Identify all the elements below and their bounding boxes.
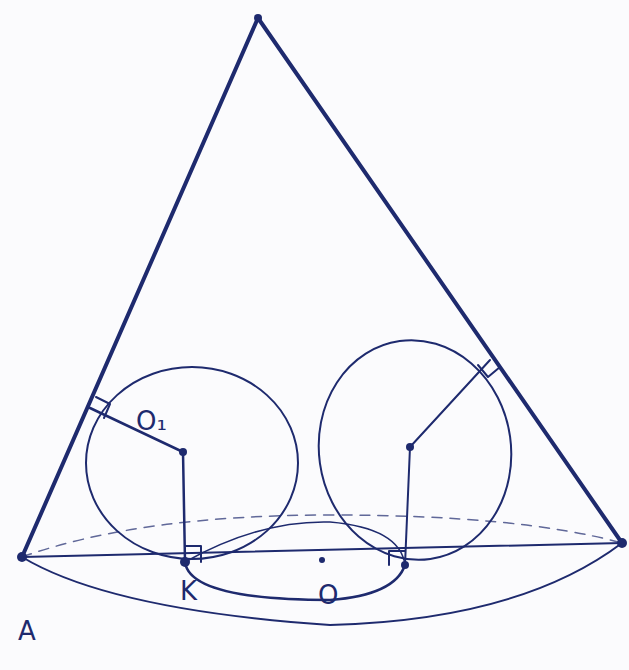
center-point [319,557,325,563]
base-diameter [22,543,622,557]
apex-point [254,14,262,22]
point-label: K [180,578,197,604]
base-front-arc [22,543,622,625]
tangency-arc [185,562,405,600]
right-angle-mark [478,365,500,377]
left-sphere [86,367,298,559]
right-sphere [305,328,526,573]
tangency-back-arc [185,522,405,565]
radius-to-base [405,447,410,565]
point [180,557,190,567]
point-label: O₁ [136,408,167,434]
center-point [406,443,414,451]
point-label: A [18,618,36,644]
center-point [179,448,187,456]
point [617,538,627,548]
right-angle-mark [96,397,110,418]
point [401,561,409,569]
radius-to-side [410,360,490,447]
radius-to-side [90,408,183,452]
point-label: O [318,582,338,608]
point [17,552,27,562]
